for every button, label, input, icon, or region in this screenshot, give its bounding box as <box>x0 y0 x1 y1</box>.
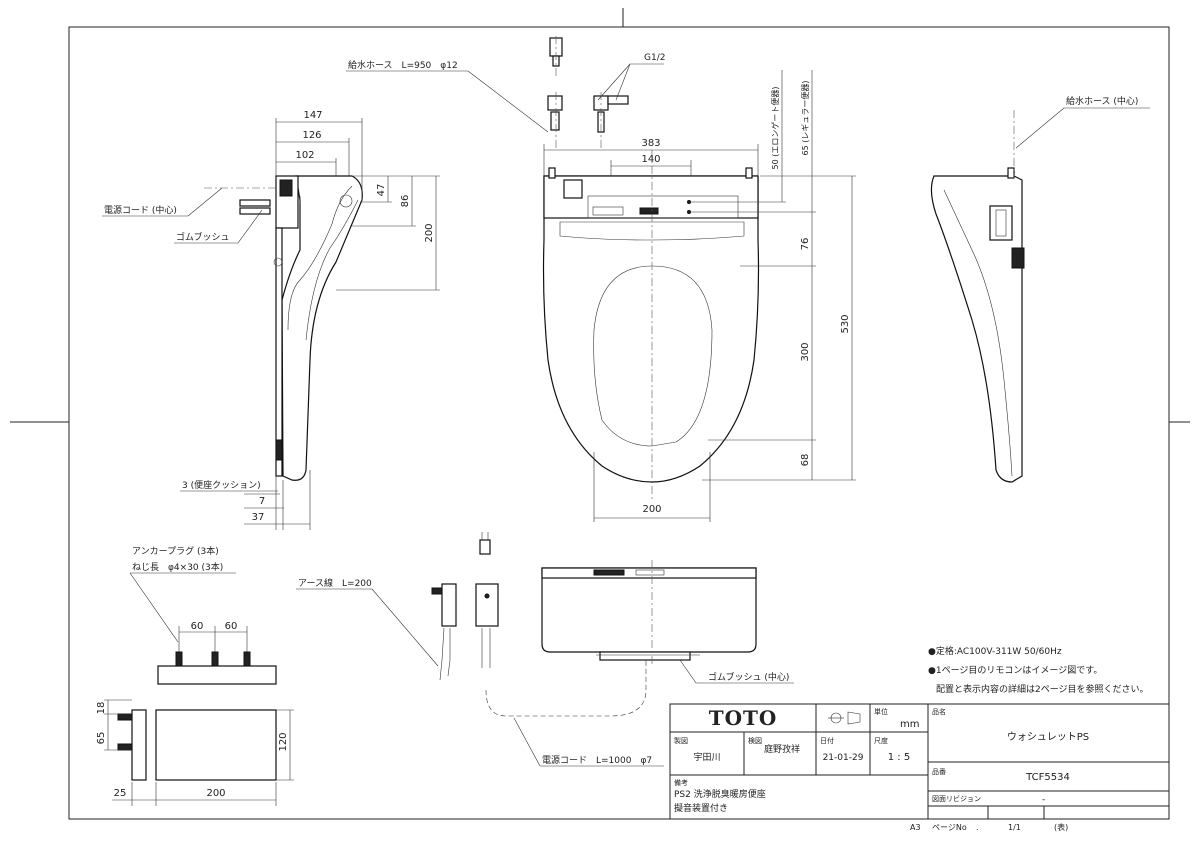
model-label: 品番 <box>932 768 946 776</box>
dim-140: 140 <box>641 154 660 165</box>
dim-126: 126 <box>302 130 321 141</box>
note-remote-image: ●1ページ目のリモコンはイメージ図です。 <box>928 665 1102 676</box>
dim-47: 47 <box>376 184 387 197</box>
bottom-plate-detail: 18 65 120 25 200 <box>96 699 294 806</box>
left-view-dimensions: 147 126 102 47 86 200 7 37 <box>244 110 440 530</box>
label-cord-center: 電源コード (中心) <box>104 204 177 216</box>
dim-200-seat: 200 <box>642 504 661 515</box>
dim-7: 7 <box>259 496 265 507</box>
note-see-page2: 配置と表示内容の詳細は2ページ目を参照ください。 <box>936 683 1149 695</box>
power-plug-detail <box>431 532 647 717</box>
dim-37: 37 <box>252 512 265 523</box>
top-view <box>542 150 760 500</box>
page-side: (表) <box>1054 822 1068 832</box>
page-label: ページNo <box>932 823 967 832</box>
drafter-label: 製図 <box>674 736 688 745</box>
dim-147: 147 <box>303 110 322 121</box>
dim-530: 530 <box>840 314 851 333</box>
dim-60-b: 60 <box>225 621 238 632</box>
dim-300: 300 <box>800 342 811 361</box>
note-rating: ●定格:AC100V-311W 50/60Hz <box>928 645 1062 657</box>
revision-value: - <box>1042 795 1045 805</box>
water-valve-parts <box>547 36 629 150</box>
date-label: 日付 <box>820 736 834 745</box>
dim-76: 76 <box>800 238 811 251</box>
revision-label: 図面リビジョン <box>932 794 981 803</box>
unit-value: mm <box>900 719 919 730</box>
remarks-line-1: PS2 洗浄脱臭暖房便座 <box>674 788 766 800</box>
label-cord-length: 電源コード L=1000 φ7 <box>542 755 652 766</box>
label-cushion: 3 (便座クッション) <box>182 479 261 491</box>
label-g-thread: G1/2 <box>644 53 665 63</box>
brand-logo: TOTO <box>709 706 778 730</box>
checker-name: 庭野孜祥 <box>764 743 800 755</box>
drawing-frame <box>68 26 1170 820</box>
drafter-name: 宇田川 <box>693 751 720 763</box>
paper-size: A3 <box>910 823 921 832</box>
dim-86: 86 <box>400 195 411 208</box>
dim-regular: 65 (レギュラー便器) <box>800 81 810 156</box>
model-number: TCF5534 <box>1025 772 1070 783</box>
title-block: TOTO 単位 mm 品名 ウォシュレットPS 製図 宇田川 検図 庭野孜祥 日… <box>669 703 1170 832</box>
front-view <box>541 560 757 666</box>
dim-65: 65 <box>96 732 107 745</box>
label-earth-wire: アース線 L=200 <box>298 577 372 589</box>
scale-label: 尺度 <box>874 736 888 745</box>
unit-label: 単位 <box>874 707 888 716</box>
label-anchor-plug: アンカープラグ (3本) <box>132 545 219 557</box>
dim-60-a: 60 <box>191 621 204 632</box>
remarks-line-2: 擬音装置付き <box>674 802 728 814</box>
page-dot: . <box>976 823 979 832</box>
dim-120: 120 <box>278 732 289 751</box>
scale-value: 1 : 5 <box>888 752 910 763</box>
dim-200-plate: 200 <box>206 788 225 799</box>
remarks-label: 備考 <box>674 778 688 787</box>
dim-25: 25 <box>114 788 127 799</box>
dim-102: 102 <box>295 150 314 161</box>
label-gum-bush: ゴムブッシュ <box>176 231 229 243</box>
top-view-dimensions: 383 140 50 (エロンゲート便器) 65 (レギュラー便器) 76 30… <box>543 70 856 522</box>
page-number: 1/1 <box>1008 823 1021 832</box>
dim-68: 68 <box>800 454 811 467</box>
label-hose-right: 給水ホース (中心) <box>1066 95 1138 107</box>
left-side-view <box>239 175 363 481</box>
date-value: 21-01-29 <box>823 753 864 763</box>
checker-label: 検図 <box>748 736 762 745</box>
anchor-plate-detail: 60 60 <box>157 621 277 685</box>
dim-383: 383 <box>641 138 660 149</box>
product-name: ウォシュレットPS <box>1007 731 1089 743</box>
label-gum-bush-center: ゴムブッシュ (中心) <box>708 671 789 683</box>
name-label: 品名 <box>932 707 946 716</box>
dim-200-side: 200 <box>424 223 435 242</box>
dim-elongate: 50 (エロンゲート便器) <box>770 87 780 170</box>
label-hose-left: 給水ホース L=950 φ12 <box>348 59 458 71</box>
dim-18: 18 <box>96 702 107 715</box>
right-side-view <box>930 110 1025 483</box>
label-anchor-screw: ねじ長 φ4×30 (3本) <box>132 561 223 573</box>
